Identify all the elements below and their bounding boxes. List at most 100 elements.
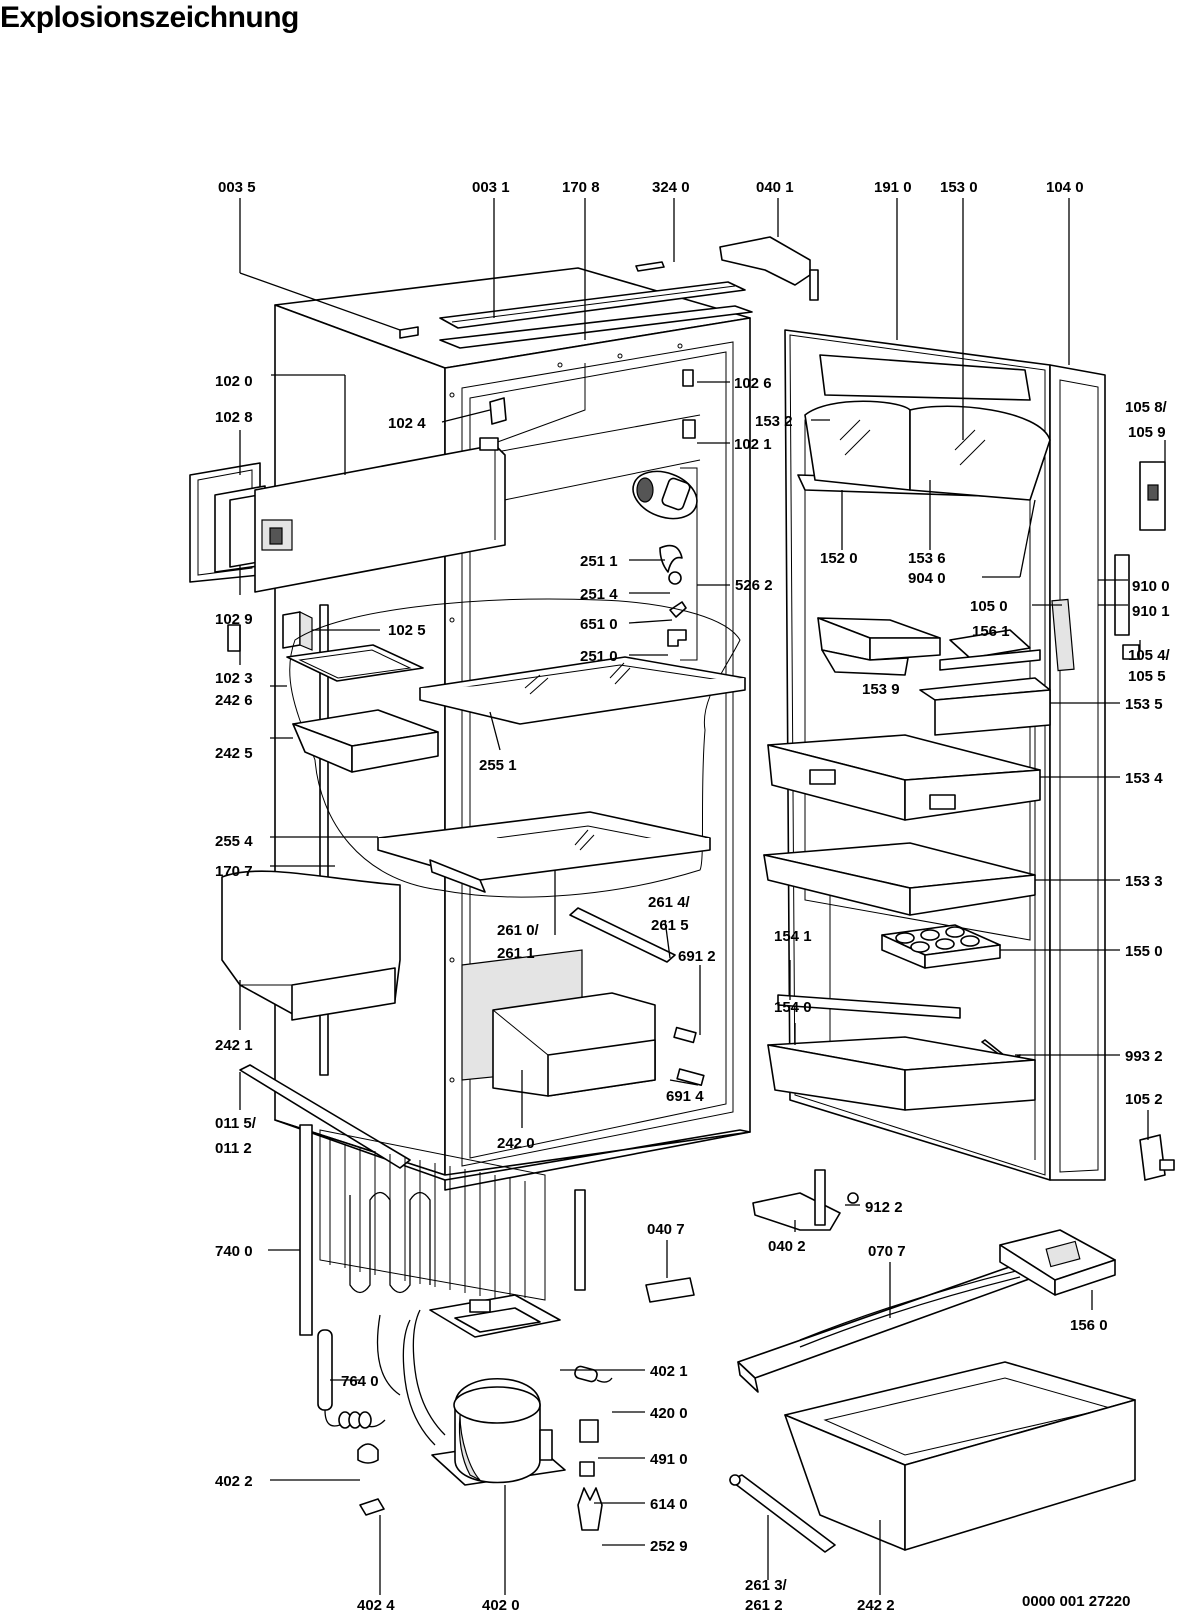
label-740-0: 740 0 [215,1243,253,1260]
label-691-2: 691 2 [678,948,716,965]
label-105-4: 105 4/ [1128,647,1171,664]
label-102-8: 102 8 [215,409,253,426]
butter-compartment [797,354,1051,501]
egg-tray [881,924,1001,969]
door-seal-strip [1051,598,1075,672]
leader-lines [239,198,1166,1595]
label-242-1: 242 1 [215,1037,253,1054]
label-011-5: 011 5/ [215,1115,257,1132]
thermostat-knob [659,544,683,573]
label-251-0: 251 0 [580,648,618,665]
tray-242-5 [292,709,439,773]
label-104-0: 104 0 [1046,179,1084,196]
label-420-0: 420 0 [650,1405,688,1422]
door-balcony-153-4 [767,734,1041,821]
label-261-4: 261 4/ [648,894,691,911]
ice-tray [999,1229,1116,1296]
tray-156-1 [939,629,1041,671]
label-153-5: 153 5 [1125,696,1163,713]
label-242-6: 242 6 [215,692,253,709]
label-153-6: 153 6 [908,550,946,567]
glass-shelf-255-1 [419,656,746,725]
label-402-4: 402 4 [357,1597,395,1612]
label-252-9: 252 9 [650,1538,688,1555]
label-651-0: 651 0 [580,616,618,633]
electrical-parts [357,1365,613,1531]
top-cover-strips [399,261,753,349]
door-hinge-bracket [1114,461,1166,660]
hinge-040-2 [752,1169,841,1231]
label-105-9: 105 9 [1128,424,1166,441]
label-105-2: 105 2 [1125,1091,1163,1108]
bottle-shelf [767,1036,1036,1111]
vegetable-drawer-242-0 [461,949,656,1097]
label-003-1: 003 1 [472,179,510,196]
freezer-door [189,437,506,593]
label-155-0: 155 0 [1125,943,1163,960]
label-261-2: 261 2 [745,1597,783,1612]
document-number: 0000 001 27220 [1022,1593,1131,1610]
screw-912-2 [847,1192,859,1204]
part-labels: 003 5 003 1 170 8 324 0 040 1 191 0 153 … [215,179,1171,1612]
label-153-2: 153 2 [755,413,793,430]
label-251-4: 251 4 [580,586,618,603]
label-102-1: 102 1 [734,436,772,453]
label-912-2: 912 2 [865,1199,903,1216]
label-993-2: 993 2 [1125,1048,1163,1065]
label-491-0: 491 0 [650,1451,688,1468]
label-154-0: 154 0 [774,999,812,1016]
compressor-mount [402,1294,561,1446]
thermostat-housing [632,467,698,661]
label-170-7: 170 7 [215,863,253,880]
compressor [431,1378,566,1486]
knob-ring [668,571,682,585]
label-105-0: 105 0 [970,598,1008,615]
label-040-1: 040 1 [756,179,794,196]
label-154-1: 154 1 [774,928,812,945]
condenser [299,1124,586,1336]
label-614-0: 614 0 [650,1496,688,1513]
label-261-1: 261 1 [497,945,535,962]
plate-040-7 [645,1277,695,1303]
label-105-8: 105 8/ [1125,399,1168,416]
label-003-5: 003 5 [218,179,256,196]
label-255-1: 255 1 [479,757,517,774]
label-153-3: 153 3 [1125,873,1163,890]
label-102-5: 102 5 [388,622,426,639]
label-402-2: 402 2 [215,1473,253,1490]
label-105-5: 105 5 [1128,668,1166,685]
cover-strip [777,994,961,1019]
label-156-0: 156 0 [1070,1317,1108,1334]
label-152-0: 152 0 [820,550,858,567]
label-910-1: 910 1 [1132,603,1170,620]
label-251-1: 251 1 [580,553,618,570]
tray-242-6 [286,644,424,682]
label-242-5: 242 5 [215,745,253,762]
label-261-5: 261 5 [651,917,689,934]
label-153-0: 153 0 [940,179,978,196]
label-242-2: 242 2 [857,1597,895,1612]
label-691-4: 691 4 [666,1088,704,1105]
box-153-5 [919,677,1051,736]
label-261-0: 261 0/ [497,922,540,939]
label-324-0: 324 0 [652,179,690,196]
box-153-9 [817,617,941,676]
label-764-0: 764 0 [341,1373,379,1390]
label-261-3: 261 3/ [745,1577,788,1594]
label-402-1: 402 1 [650,1363,688,1380]
glass-shelf-255-4 [377,811,711,893]
label-255-4: 255 4 [215,833,253,850]
page-title: Explosionszeichnung [0,1,299,34]
label-910-0: 910 0 [1132,578,1170,595]
bottom-hinge [1139,1134,1175,1181]
capillary-drier [317,1314,401,1429]
cover-clip [667,629,687,647]
label-102-3: 102 3 [215,670,253,687]
label-242-0: 242 0 [497,1135,535,1152]
door-balcony-153-3 [763,842,1036,916]
label-153-4: 153 4 [1125,770,1163,787]
label-170-8: 170 8 [562,179,600,196]
label-040-7: 040 7 [647,1221,685,1238]
label-040-2: 040 2 [768,1238,806,1255]
